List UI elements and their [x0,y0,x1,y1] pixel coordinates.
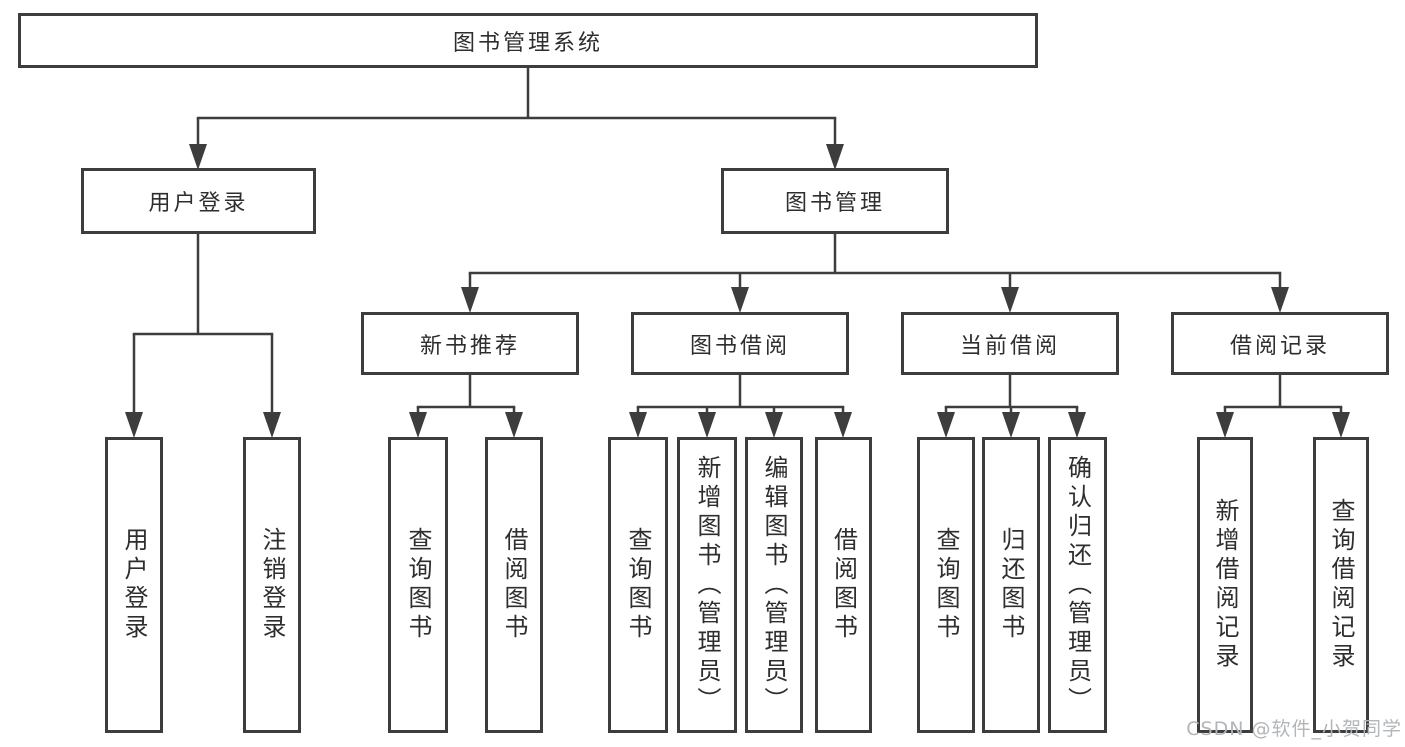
leaf-logout-label: 注销登录 [258,527,286,643]
node-new-book-recommend-label: 新书推荐 [419,333,520,359]
node-book-management-label: 图书管理 [784,191,885,216]
node-book-borrow: 图书借阅 [631,312,849,375]
node-user-login: 用户登录 [81,168,316,234]
leaf-query-book-3-label: 查询图书 [932,527,960,643]
leaf-query-book-1-label: 查询图书 [404,527,432,643]
node-root-system-label: 图书管理系统 [452,30,603,56]
leaf-query-borrow-record: 查询借阅记录 [1313,437,1369,733]
leaf-add-borrow-record: 新增借阅记录 [1197,437,1253,733]
node-current-borrow-label: 当前借阅 [959,333,1060,359]
node-new-book-recommend: 新书推荐 [361,312,579,375]
csdn-watermark: CSDN @软件_小贺同学 [1186,718,1402,740]
leaf-query-book-2: 查询图书 [608,437,668,733]
arrowheads [125,144,1350,438]
leaf-query-book-2-label: 查询图书 [624,527,652,643]
leaf-query-borrow-record-label: 查询借阅记录 [1327,498,1355,672]
leaf-borrow-book-2-label: 借阅图书 [829,527,858,643]
node-book-borrow-label: 图书借阅 [689,333,790,359]
leaf-borrow-book-1: 借阅图书 [485,437,543,733]
leaf-add-borrow-record-label: 新增借阅记录 [1211,498,1239,672]
leaf-query-book-3: 查询图书 [917,437,975,733]
leaf-borrow-book-2: 借阅图书 [815,437,872,733]
leaf-query-book-1: 查询图书 [388,437,448,733]
node-user-login-label: 用户登录 [148,191,249,216]
node-borrow-record-label: 借阅记录 [1229,333,1330,359]
leaf-user-login-label: 用户登录 [120,527,148,643]
leaf-user-login: 用户登录 [105,437,163,733]
leaf-borrow-book-1-label: 借阅图书 [500,527,528,643]
node-root-system: 图书管理系统 [18,13,1038,68]
node-book-management: 图书管理 [721,168,949,234]
leaf-edit-book-admin-label: 编辑图书（管理员） [760,454,788,716]
leaf-add-book-admin-label: 新增图书（管理员） [693,454,721,716]
node-borrow-record: 借阅记录 [1171,312,1389,375]
leaf-edit-book-admin: 编辑图书（管理员） [745,437,803,733]
node-current-borrow: 当前借阅 [901,312,1119,375]
leaf-confirm-return-admin-label: 确认归还（管理员） [1063,454,1092,716]
leaf-add-book-admin: 新增图书（管理员） [677,437,737,733]
leaf-confirm-return-admin: 确认归还（管理员） [1048,437,1107,733]
leaf-return-book-label: 归还图书 [997,527,1025,643]
leaf-return-book: 归还图书 [982,437,1040,733]
leaf-logout: 注销登录 [243,437,301,733]
